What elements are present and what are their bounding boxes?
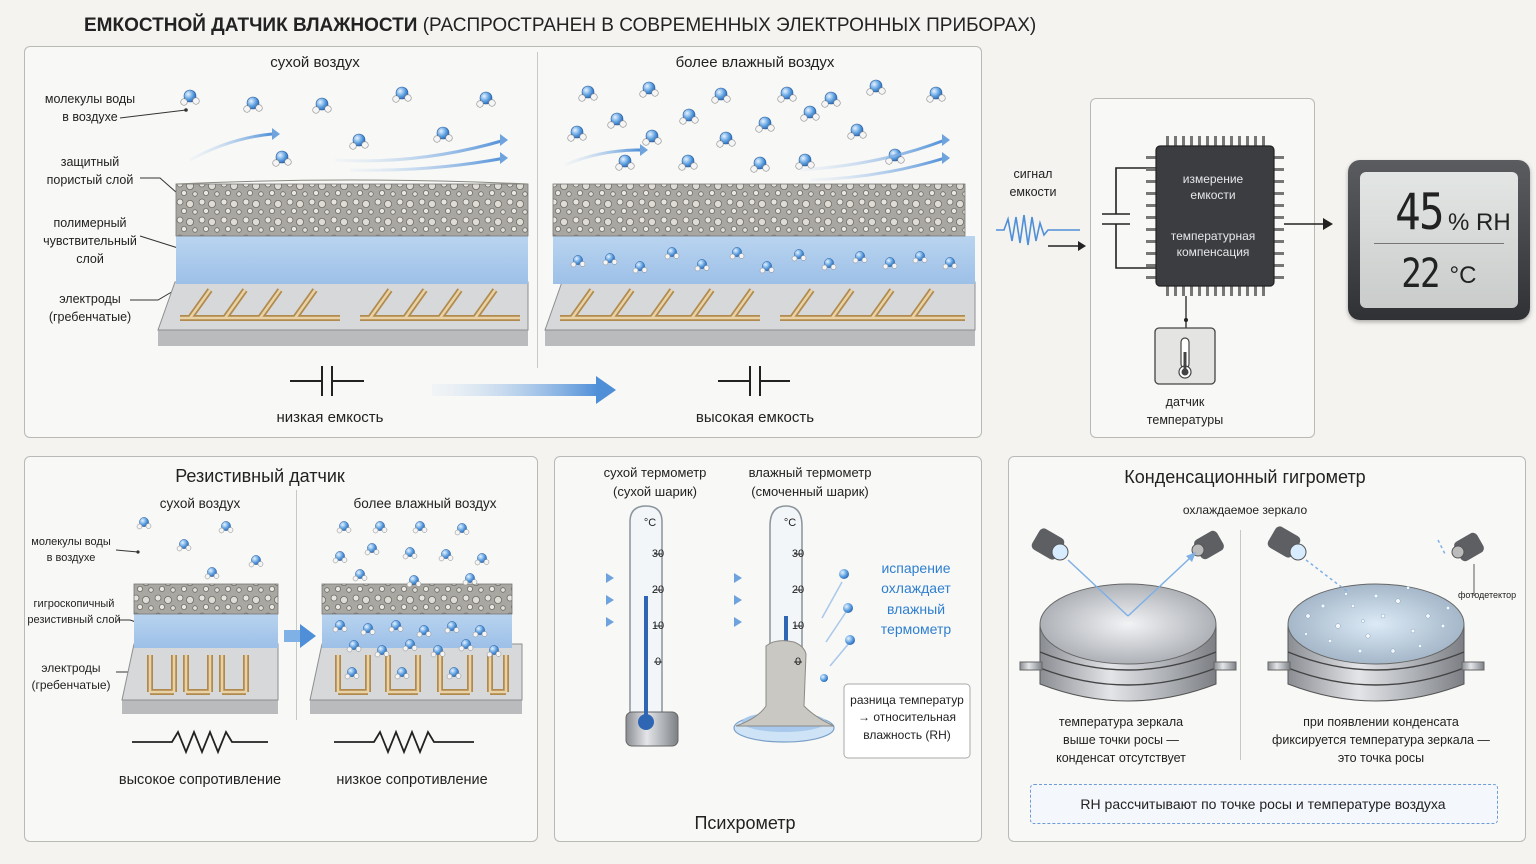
leader-polymer — [139, 235, 179, 249]
wet-thermometer — [733, 505, 835, 743]
wet-airflow-arrows — [564, 138, 946, 182]
low-resistance-label: низкое сопротивление — [336, 772, 488, 788]
led-emitter-right — [1267, 526, 1307, 561]
title-rest: (РАСПРОСТРАНЕН В СОВРЕМЕННЫХ ЭЛЕКТРОННЫХ… — [417, 15, 1037, 36]
resistive-divider — [296, 490, 297, 720]
display-temp-unit: °C — [1449, 262, 1477, 289]
res-wet-molecules — [332, 521, 490, 588]
page-title: ЕМКОСТНОЙ ДАТЧИК ВЛАЖНОСТИ (РАСПРОСТРАНЕ… — [84, 14, 1036, 39]
cap-dry-label: сухой воздух — [270, 54, 360, 71]
thermometer-icon — [1178, 337, 1192, 379]
leader-electrodes — [130, 289, 176, 301]
dry-tick-10: 10 — [651, 620, 665, 632]
dry-tick-20: 20 — [651, 584, 665, 596]
wet-tick-30: 30 — [791, 548, 805, 560]
chip-line1: измерение емкости — [1182, 172, 1244, 202]
electronics-drawing — [1102, 136, 1333, 385]
res-label-layer: гигроскопичный резистивный слой — [27, 598, 121, 626]
display-divider — [1374, 243, 1504, 244]
capacitive-drawing — [119, 79, 976, 404]
capacitance-increase-arrow — [432, 376, 616, 404]
display-rh-value: 45 — [1395, 183, 1444, 241]
wet-tick-0: 0 — [794, 656, 802, 668]
dry-thermometer — [625, 505, 679, 747]
cap-wet-sensor — [544, 183, 976, 346]
signal-label: сигнал емкости — [1009, 167, 1057, 200]
res-dry-sensor — [121, 583, 279, 714]
condensate-droplets — [1304, 586, 1451, 654]
display-screen — [1360, 172, 1518, 308]
res-label-electrodes: электроды (гребенчатые) — [31, 661, 111, 693]
cap-label-polymer: полимерный чувствительный слой — [43, 216, 137, 267]
wet-mirror-text: при появлении конденсата фиксируется тем… — [1272, 715, 1490, 766]
led-emitter-left — [1031, 528, 1069, 561]
photodetector-right — [1451, 532, 1484, 562]
psychro-info-text: разница температур → относительная влажн… — [850, 693, 964, 742]
dew-point-note — [1030, 784, 1498, 824]
res-label-molecules: молекулы воды в воздухе — [31, 536, 111, 564]
res-increase-arrow — [284, 624, 316, 648]
cap-label-molecules: молекулы воды в воздухе — [44, 92, 136, 125]
capacitor-symbol-high — [718, 366, 790, 396]
resistor-symbol-high — [132, 729, 268, 755]
display-rh-unit: % RH — [1448, 209, 1511, 236]
cap-dry-sensor — [157, 179, 529, 346]
wet-thermometer-label: влажный термометр (смоченный шарик) — [748, 465, 872, 499]
title-bold: ЕМКОСТНОЙ ДАТЧИК ВЛАЖНОСТИ — [84, 15, 418, 36]
mirror-label: охлаждаемое зеркало — [1182, 503, 1308, 517]
low-capacitance-label: низкая емкость — [276, 409, 384, 426]
resistive-title: Резистивный датчик — [175, 466, 345, 486]
dry-airflow-arrows — [189, 132, 506, 172]
dry-mirror-text: температура зеркала выше точки росы — ко… — [1056, 715, 1186, 766]
high-resistance-label: высокое сопротивление — [118, 772, 282, 788]
evaporation-droplets — [821, 581, 851, 667]
signal-wave — [996, 214, 1086, 251]
psychrometer-drawing — [570, 505, 971, 759]
resistive-drawing — [115, 517, 523, 755]
res-wet-label: более влажный воздух — [353, 496, 497, 511]
chip-line2: температурная компенсация — [1170, 229, 1256, 259]
dry-therm-unit: °C — [643, 517, 657, 529]
photodetector-label: фотодетектор — [1458, 590, 1517, 600]
chip-pins — [1146, 136, 1284, 296]
wet-tick-20: 20 — [791, 584, 805, 596]
condensation-drawing — [1019, 526, 1485, 702]
dew-point-note-text: RH рассчитывают по точке росы и температ… — [1080, 796, 1446, 812]
dry-tick-30: 30 — [651, 548, 665, 560]
evaporation-label: испарение охлаждает влажный термометр — [880, 560, 952, 637]
res-dry-molecules — [136, 517, 264, 580]
res-dry-label: сухой воздух — [159, 496, 241, 511]
cap-label-protective: защитный пористый слой — [46, 155, 134, 188]
psychrometer-title: Психрометр — [694, 813, 796, 833]
temp-sensor-label: датчик температуры — [1146, 395, 1224, 428]
dry-mirror — [1019, 583, 1237, 702]
photodetector-left — [1191, 530, 1224, 560]
leader-molecules — [119, 109, 187, 119]
chip-body — [1155, 145, 1275, 287]
display-temp-value: 22 — [1401, 251, 1440, 297]
cap-wet-label: более влажный воздух — [675, 54, 835, 71]
condensation-divider — [1240, 530, 1241, 760]
sensor-capacitor — [1102, 167, 1156, 269]
capacitive-divider — [537, 52, 538, 368]
res-wet-sensor — [309, 583, 523, 714]
high-capacitance-label: высокая емкость — [695, 409, 815, 426]
wet-therm-unit: °C — [783, 517, 797, 529]
dry-tick-0: 0 — [654, 656, 662, 668]
psychro-info-box — [843, 683, 971, 759]
wet-tick-10: 10 — [791, 620, 805, 632]
wet-mirror — [1267, 583, 1485, 702]
dry-thermometer-label: сухой термометр (сухой шарик) — [603, 465, 707, 499]
condensation-title: Конденсационный гигрометр — [1124, 467, 1366, 487]
capacitor-symbol-low — [290, 366, 364, 396]
cap-label-electrodes: электроды (гребенчатые) — [48, 292, 132, 325]
resistor-symbol-low — [334, 729, 474, 755]
